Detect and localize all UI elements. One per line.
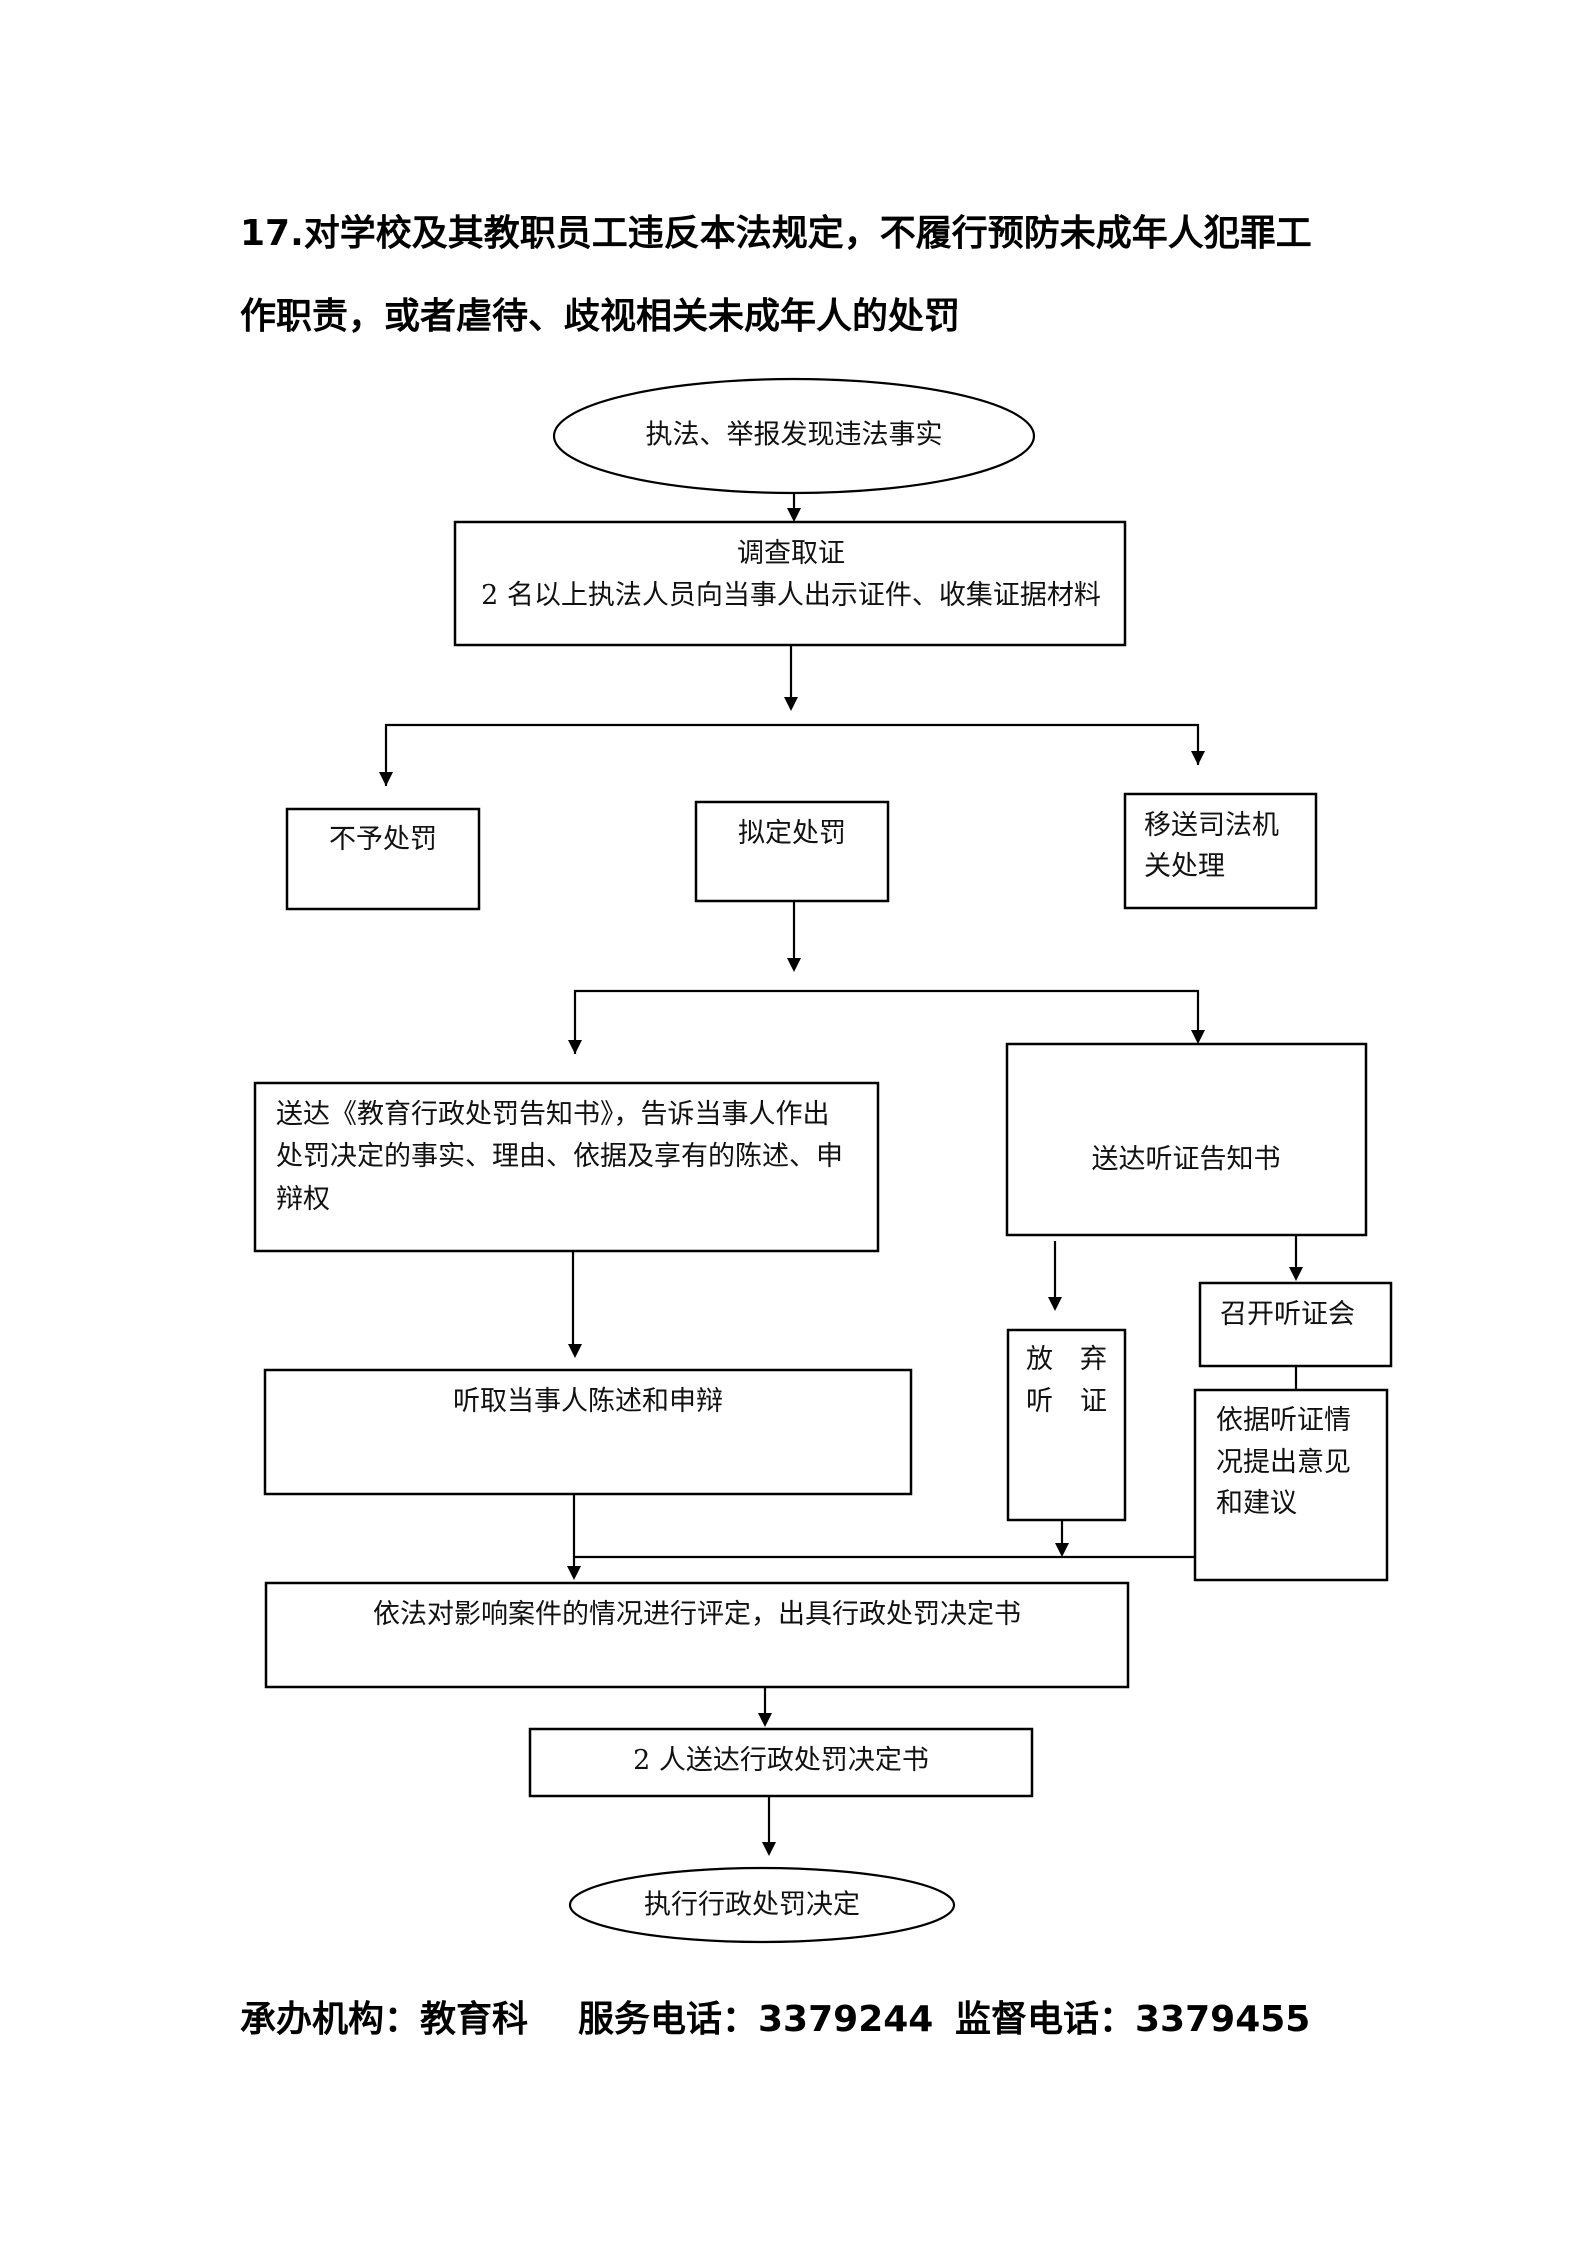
node-proposed-penalty: 拟定处罚 <box>694 800 890 903</box>
arrowhead <box>758 1713 772 1727</box>
arrowhead <box>568 1040 582 1054</box>
node-hearing-notice: 送达听证告知书 <box>1005 1042 1368 1237</box>
arrowhead <box>1191 1030 1205 1044</box>
waive-line-2: 听 证 <box>1026 1386 1107 1417</box>
arrowhead <box>1289 1267 1303 1281</box>
branch-line-2 <box>573 989 1200 1054</box>
transfer-line-2: 关处理 <box>1144 851 1225 882</box>
footer-agency: 承办机构：教育科 <box>240 1999 528 2040</box>
arrowhead <box>787 508 801 522</box>
proposed-penalty-label: 拟定处罚 <box>738 818 846 849</box>
arrowhead <box>762 1842 776 1856</box>
decision-label: 依法对影响案件的情况进行评定，出具行政处罚决定书 <box>373 1599 1021 1630</box>
investigate-desc: 2 名以上执法人员向当事人出示证件、收集证据材料 <box>481 580 1101 611</box>
arrowhead <box>568 1344 582 1358</box>
notice-line-3: 辩权 <box>276 1184 330 1215</box>
arrowhead <box>567 1566 581 1580</box>
opinion-line-1: 依据听证情 <box>1216 1405 1351 1436</box>
node-waive: 放 弃 听 证 <box>1006 1328 1127 1522</box>
waive-line-1: 放 弃 <box>1026 1344 1107 1375</box>
arrowhead <box>379 772 393 786</box>
transfer-line-1: 移送司法机 <box>1144 810 1279 841</box>
node-notice: 送达《教育行政处罚告知书》，告诉当事人作出 处罚决定的事实、理由、依据及享有的陈… <box>253 1081 880 1253</box>
node-transfer: 移送司法机 关处理 <box>1123 792 1318 910</box>
node-investigate: 调查取证 2 名以上执法人员向当事人出示证件、收集证据材料 <box>453 520 1127 647</box>
opinion-line-3: 和建议 <box>1216 1488 1297 1519</box>
node-statement: 听取当事人陈述和申辩 <box>263 1368 913 1496</box>
branch-line <box>384 723 1200 786</box>
hold-hearing-label: 召开听证会 <box>1220 1299 1355 1330</box>
execute-label: 执行行政处罚决定 <box>644 1890 860 1921</box>
node-execute: 执行行政处罚决定 <box>568 1866 956 1944</box>
footer-service-phone: 服务电话：3379244 <box>578 1999 933 2040</box>
node-deliver: 2 人送达行政处罚决定书 <box>528 1727 1034 1798</box>
node-opinion: 依据听证情 况提出意见 和建议 <box>1193 1388 1389 1582</box>
title-line-1: 17.对学校及其教职员工违反本法规定，不履行预防未成年人犯罪工 <box>240 212 1312 254</box>
opinion-line-2: 况提出意见 <box>1216 1447 1351 1478</box>
arrowhead <box>1055 1543 1069 1557</box>
node-hold-hearing: 召开听证会 <box>1198 1281 1393 1368</box>
title-line-2: 作职责，或者虐待、歧视相关未成年人的处罚 <box>240 296 960 337</box>
investigate-title: 调查取证 <box>737 538 845 569</box>
connectors <box>379 493 1303 1856</box>
no-penalty-label: 不予处罚 <box>329 824 437 855</box>
node-start: 执法、举报发现违法事实 <box>552 377 1036 495</box>
statement-label: 听取当事人陈述和申辩 <box>453 1386 723 1417</box>
start-label: 执法、举报发现违法事实 <box>646 420 943 451</box>
hearing-notice-label: 送达听证告知书 <box>1092 1144 1281 1175</box>
arrowhead <box>784 697 798 711</box>
node-no-penalty: 不予处罚 <box>285 807 481 911</box>
notice-line-2: 处罚决定的事实、理由、依据及享有的陈述、申 <box>276 1141 843 1172</box>
notice-line-1: 送达《教育行政处罚告知书》，告诉当事人作出 <box>276 1099 830 1130</box>
footer-supervision-phone: 监督电话：3379455 <box>955 1999 1310 2040</box>
deliver-label: 2 人送达行政处罚决定书 <box>633 1745 929 1776</box>
arrowhead <box>787 958 801 972</box>
arrowhead <box>1048 1297 1062 1311</box>
arrowhead <box>1191 751 1205 765</box>
node-decision: 依法对影响案件的情况进行评定，出具行政处罚决定书 <box>264 1581 1130 1689</box>
